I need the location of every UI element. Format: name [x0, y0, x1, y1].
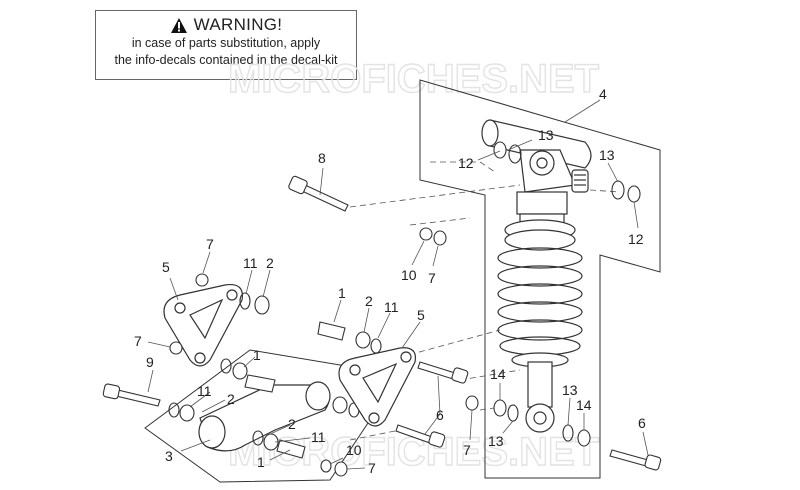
shock-absorber — [481, 119, 592, 433]
callout-6: 6 — [436, 407, 444, 423]
callout-2: 2 — [365, 293, 373, 309]
callout-2: 2 — [227, 391, 235, 407]
callout-3: 3 — [165, 448, 173, 464]
bolt-6-middle — [395, 361, 469, 448]
shock-group-panel — [419, 79, 661, 479]
warning-box: WARNING! in case of parts substitution, … — [95, 10, 357, 80]
callout-12: 12 — [458, 155, 474, 171]
callout-11: 11 — [311, 429, 326, 445]
linkage-arm — [198, 381, 331, 452]
callout-5: 5 — [162, 259, 170, 275]
callout-7: 7 — [134, 333, 142, 349]
callout-13: 13 — [599, 147, 615, 163]
callout-10: 10 — [346, 442, 362, 458]
callout-6: 6 — [638, 415, 646, 431]
callout-7: 7 — [428, 270, 436, 286]
nut-washer-upper — [419, 227, 447, 246]
bolt-6-right — [609, 449, 662, 471]
callout-1: 1 — [338, 285, 346, 301]
callout-7: 7 — [463, 442, 471, 458]
lower-eye-hardware — [493, 399, 591, 447]
link-plate-right — [338, 347, 417, 427]
callout-2: 2 — [266, 255, 274, 271]
bolt-9 — [102, 383, 161, 407]
bushings — [244, 321, 346, 459]
leader-lines — [147, 99, 649, 470]
callout-14: 14 — [490, 366, 506, 382]
callout-1: 1 — [257, 454, 265, 470]
warning-text-line-2: the info-decals contained in the decal-k… — [114, 53, 338, 67]
callout-14: 14 — [576, 397, 592, 413]
callout-2: 2 — [288, 416, 296, 432]
bearings-seals — [168, 331, 382, 451]
callout-7: 7 — [206, 236, 214, 252]
callout-13: 13 — [488, 433, 504, 449]
callout-labels: 4 13 12 13 12 8 10 7 7 5 11 2 7 9 1 11 2… — [134, 86, 646, 476]
warning-title: WARNING! — [193, 15, 283, 34]
callout-8: 8 — [318, 150, 326, 166]
link-plate-left — [163, 283, 243, 367]
bolt-8 — [288, 175, 349, 212]
warning-text-line-1: in case of parts substitution, apply — [131, 36, 321, 50]
left-plate-hardware — [169, 273, 270, 355]
watermark-top: MICROFICHES.NET — [228, 57, 599, 101]
callout-1: 1 — [253, 347, 261, 363]
warning-triangle-icon — [170, 17, 187, 33]
callout-10: 10 — [401, 267, 417, 283]
callout-5: 5 — [417, 307, 425, 323]
linkage-group-panel — [144, 349, 401, 483]
callout-13: 13 — [562, 382, 578, 398]
callout-7: 7 — [368, 460, 376, 476]
callout-13: 13 — [538, 127, 554, 143]
warning-title-row: WARNING! — [96, 15, 356, 35]
callout-4: 4 — [599, 86, 607, 102]
callout-11: 11 — [243, 255, 258, 271]
callout-11: 11 — [384, 299, 399, 315]
callout-9: 9 — [146, 354, 154, 370]
callout-11: 11 — [197, 383, 212, 399]
callout-12: 12 — [628, 231, 644, 247]
